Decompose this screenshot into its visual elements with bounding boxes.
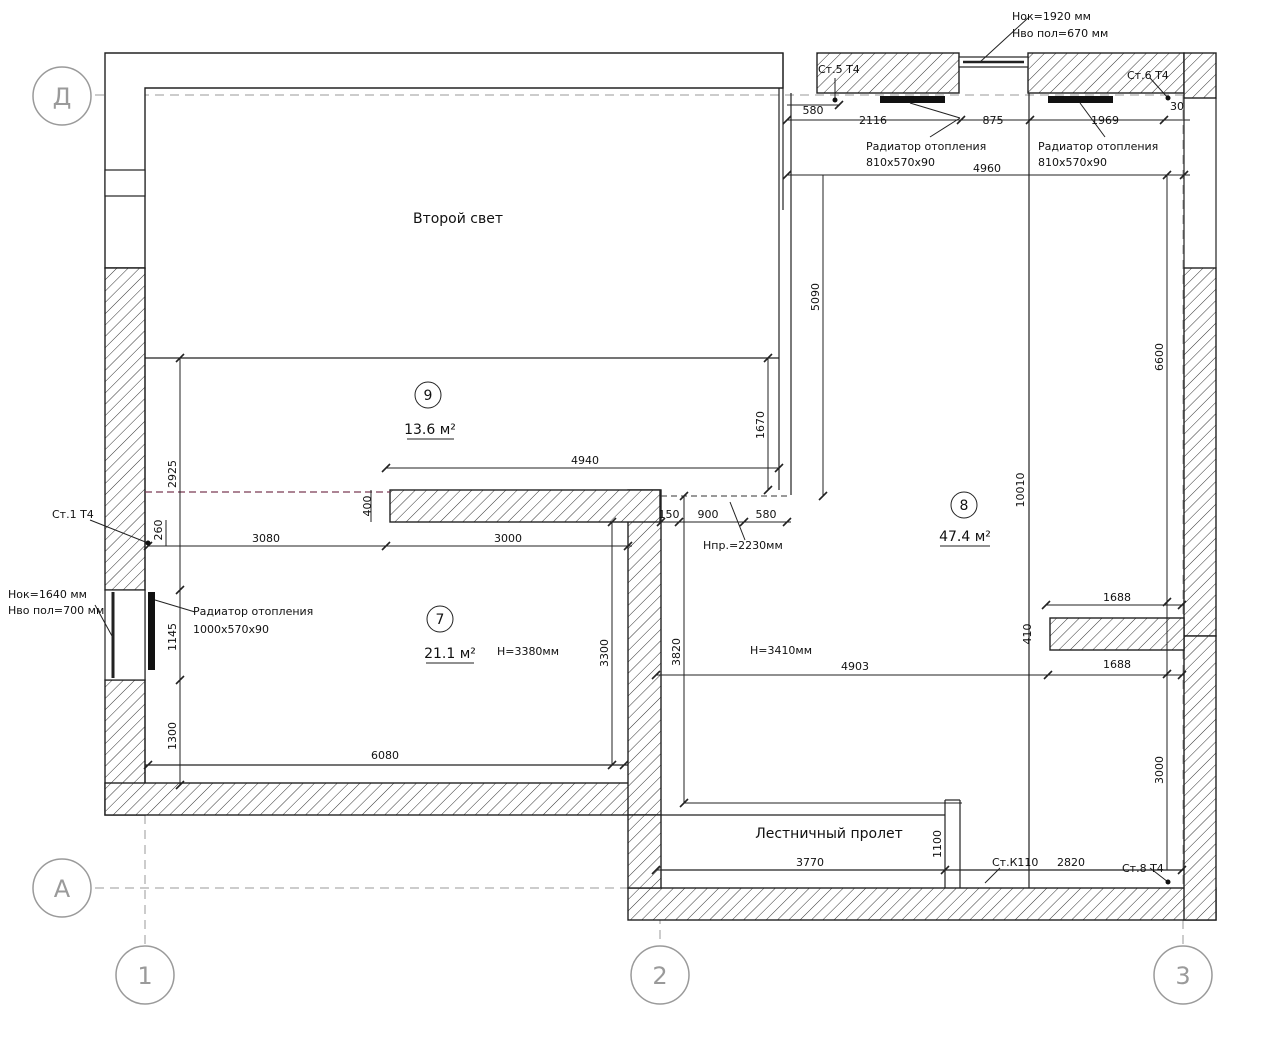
dim-4960: 4960 [973,162,1001,175]
room7-height: H=3380мм [497,645,559,658]
win-top-height: Hок=1920 мм [1012,10,1091,23]
dim-1688-a: 1688 [1103,591,1131,604]
dim-1300: 1300 [166,722,179,750]
right-wall-mid [1183,267,1217,637]
dim-6080: 6080 [371,749,399,762]
svg-text:2: 2 [652,962,667,990]
room8-left-lower [627,814,662,889]
room7-right-wall [627,489,662,816]
right-wall-top [1183,52,1217,99]
dim-150: 150 [659,508,680,521]
dimension-labels: 580 2116 875 1969 30 4960 4940 3080 3000… [152,100,1184,869]
radiator-a-size: 810x570x90 [866,156,935,169]
riser-st6: Ст.6 Т4 [1127,69,1169,82]
axis-bubble-d: Д [32,66,92,126]
dim-580-top: 580 [803,104,824,117]
riser-st8: Ст.8 Т4 [1122,862,1164,875]
dim-3300: 3300 [598,639,611,667]
dim-2820: 2820 [1057,856,1085,869]
room8-height: H=3410мм [750,644,812,657]
radiator-b-size: 810x570x90 [1038,156,1107,169]
opening-height: Hпр.=2230мм [703,539,783,552]
dim-410: 410 [1021,624,1034,645]
win-top-sill: Hвo пол=670 мм [1012,27,1108,40]
room-labels: Второй свет 9 13.6 м² 7 21.1 м² H=3380мм… [404,211,991,842]
riser-stk110: Ст.К110 [992,856,1038,869]
top-parapet [104,52,784,269]
win-left-sill: Hвo пол=700 мм [8,604,104,617]
radiator-c-label: Радиатор отопления [193,605,313,618]
dim-2116: 2116 [859,114,887,127]
room8-area: 47.4 м² [939,529,991,545]
dim-3820: 3820 [670,638,683,666]
dim-3000-a: 3000 [494,532,522,545]
svg-text:3: 3 [1175,962,1190,990]
axis-bubble-a: А [32,858,92,918]
dim-1145: 1145 [166,623,179,651]
axis-bubble-2: 2 [630,945,690,1005]
axis-bubble-1: 1 [115,945,175,1005]
dim-3000-b: 3000 [1153,756,1166,784]
leaders [89,17,1171,885]
top-wall-seg-1 [816,52,960,94]
notes: Hок=1920 мм Hвo пол=670 мм Ст.5 Т4 Ст.6 … [8,10,1169,875]
radiator-a [880,96,945,103]
grid-axes: Д А 1 2 3 [32,66,1215,1005]
radiators [148,96,1113,670]
svg-text:Д: Д [53,83,72,111]
dim-875: 875 [983,114,1004,127]
axis-bubble-3: 3 [1153,945,1213,1005]
dim-260: 260 [152,520,165,541]
parapet-niche [104,169,146,197]
radiator-b [1048,96,1113,103]
room8-number: 8 [960,498,969,514]
win-left-height: Hок=1640 мм [8,588,87,601]
left-wall-upper [104,267,146,591]
second-light-label: Второй свет [413,211,503,227]
radiator-a-label: Радиатор отопления [866,140,986,153]
room9-number: 9 [424,388,433,404]
dimension-lines [143,93,1190,888]
walls [104,52,1217,921]
dim-6600: 6600 [1153,343,1166,371]
dim-580-mid: 580 [756,508,777,521]
room7-number: 7 [436,612,445,628]
room9-area: 13.6 м² [404,422,456,438]
radiator-c [148,592,155,670]
dim-900: 900 [698,508,719,521]
dim-5090: 5090 [809,283,822,311]
dim-1670: 1670 [754,411,767,439]
riser-st1: Ст.1 Т4 [52,508,94,521]
dim-4903: 4903 [841,660,869,673]
dim-1100: 1100 [931,830,944,858]
dim-1688-b: 1688 [1103,658,1131,671]
room9-stub-wall [389,489,661,523]
column-stub [1049,617,1185,651]
radiator-c-size: 1000x570x90 [193,623,269,636]
radiator-b-label: Радиатор отопления [1038,140,1158,153]
bottom-wall-room7 [104,782,631,816]
riser-st5: Ст.5 Т4 [818,63,860,76]
stair-label: Лестничный пролет [755,826,903,842]
bottom-wall-room8 [627,887,1217,921]
dim-3770: 3770 [796,856,824,869]
dim-1969: 1969 [1091,114,1119,127]
dim-4940: 4940 [571,454,599,467]
dim-10010: 10010 [1014,473,1027,508]
right-wall-low [1183,635,1217,921]
dim-400: 400 [361,496,374,517]
dim-30: 30 [1170,100,1184,113]
room7-area: 21.1 м² [424,646,476,662]
svg-text:1: 1 [137,962,152,990]
dim-2925: 2925 [166,460,179,488]
svg-text:А: А [54,875,71,903]
dim-3080: 3080 [252,532,280,545]
